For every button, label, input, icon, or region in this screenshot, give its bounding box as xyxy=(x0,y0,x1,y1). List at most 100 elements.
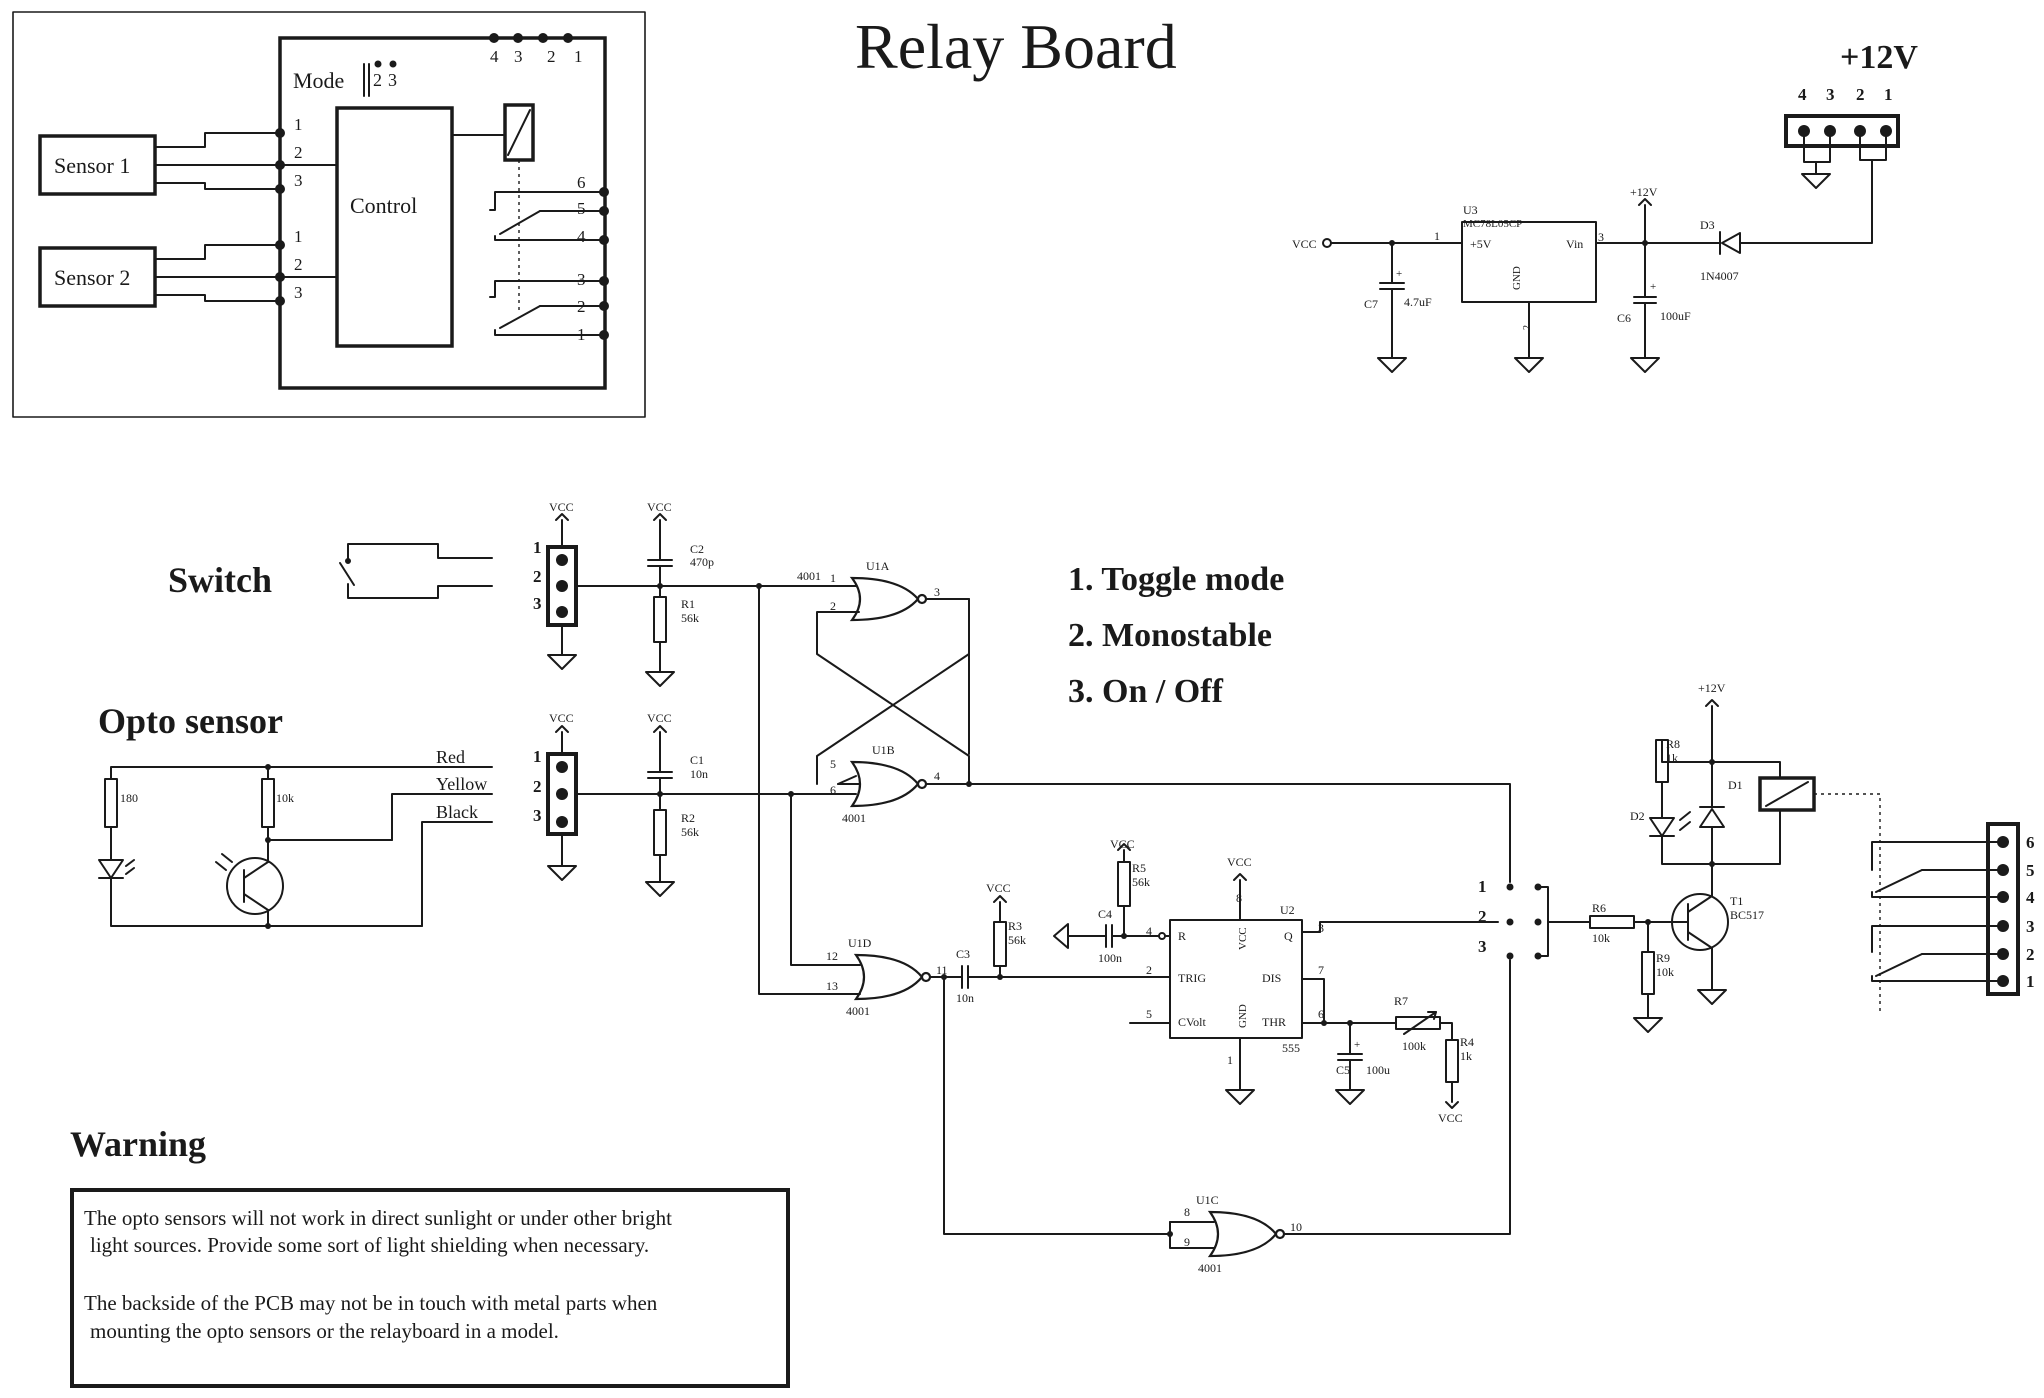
s2-pin-1: 1 xyxy=(294,227,303,246)
relay-pin-6: 6 xyxy=(577,173,586,192)
opto-sensor-input: Opto sensor Red Yellow Black 180 10k xyxy=(98,701,839,929)
output-stage: 1 2 3 R6 10k R9 10k T1 BC517 D1 xyxy=(1478,681,2035,1033)
top-pin-1: 1 xyxy=(574,47,583,66)
mode-label: Mode xyxy=(293,68,344,93)
pwr-pin-2: 2 xyxy=(1856,85,1865,104)
warning-title: Warning xyxy=(70,1124,206,1164)
sel-pin-2: 2 xyxy=(1478,907,1487,926)
c4-ref: C4 xyxy=(1098,907,1112,921)
sw-vcc2: VCC xyxy=(647,500,672,514)
u2-thr: THR xyxy=(1262,1015,1286,1029)
c2-ref: C2 xyxy=(690,542,704,556)
switch-input: Switch 1 2 3 VCC VCC C2 470p R1 56k xyxy=(168,500,760,687)
u2-r: R xyxy=(1178,929,1186,943)
relay-pin-4: 4 xyxy=(577,227,586,246)
mode-3: 3. On / Off xyxy=(1068,673,1224,710)
mode-pin-3: 3 xyxy=(388,70,397,90)
u2-cvolt: CVolt xyxy=(1178,1015,1206,1029)
wire-yellow: Yellow xyxy=(436,774,487,794)
u1c-pin10: 10 xyxy=(1290,1220,1302,1234)
u2-part: 555 xyxy=(1282,1041,1300,1055)
u2-trig: TRIG xyxy=(1178,971,1206,985)
u3-gnd: GND xyxy=(1511,266,1523,290)
r3-val: 56k xyxy=(1008,933,1026,947)
relay-pin-5: 5 xyxy=(577,199,586,218)
d1-ref: D1 xyxy=(1728,778,1743,792)
power-connector xyxy=(1784,114,1900,148)
sel-pin-1: 1 xyxy=(1478,877,1487,896)
r4-ref: R4 xyxy=(1460,1035,1474,1049)
s2-pin-2: 2 xyxy=(294,255,303,274)
mode-2: 2. Monostable xyxy=(1068,617,1272,654)
r9-ref: R9 xyxy=(1656,951,1670,965)
control-box xyxy=(335,106,454,348)
u1c-part: 4001 xyxy=(1198,1261,1222,1275)
switch-label: Switch xyxy=(168,560,272,600)
svg-text:+: + xyxy=(1354,1039,1360,1051)
r8-val: 1k xyxy=(1666,751,1678,765)
c5-val: 100u xyxy=(1366,1063,1390,1077)
sw-pin-2: 2 xyxy=(533,567,542,586)
pwr-pin-4: 4 xyxy=(1798,85,1807,104)
out-pin-4: 4 xyxy=(2026,888,2035,907)
u1c-pin8: 8 xyxy=(1184,1205,1190,1219)
sw-pin-3: 3 xyxy=(533,594,542,613)
u2-pin7: 7 xyxy=(1318,963,1324,977)
relay-pin-3: 3 xyxy=(577,270,586,289)
u1a-pin3: 3 xyxy=(934,585,940,599)
c1-ref: C1 xyxy=(690,753,704,767)
wire-red: Red xyxy=(436,747,465,767)
t1-part: BC517 xyxy=(1730,908,1764,922)
d3-ref: D3 xyxy=(1700,218,1715,232)
c6-val: 100uF xyxy=(1660,309,1691,323)
u2-pin5: 5 xyxy=(1146,1007,1152,1021)
r4-vcc: VCC xyxy=(1438,1111,1463,1125)
u1d-pin11: 11 xyxy=(936,963,948,977)
r2-val: 56k xyxy=(681,825,699,839)
s2-pin-3: 3 xyxy=(294,283,303,302)
u3-in: Vin xyxy=(1566,237,1583,251)
r1-val: 56k xyxy=(681,611,699,625)
warning-line-4: mounting the opto sensors or the relaybo… xyxy=(90,1319,559,1343)
opto-vcc2: VCC xyxy=(647,711,672,725)
warning-line-2: light sources. Provide some sort of ligh… xyxy=(90,1233,649,1257)
u1a-gate-icon xyxy=(849,576,920,622)
u2-gnd: GND xyxy=(1237,1004,1249,1028)
svg-text:+: + xyxy=(1396,268,1402,280)
relay-pin-2: 2 xyxy=(577,297,586,316)
u1a-part: 4001 xyxy=(797,569,821,583)
r3-vcc: VCC xyxy=(986,881,1011,895)
wire-black: Black xyxy=(436,802,478,822)
c3-ref: C3 xyxy=(956,947,970,961)
r7-ref: R7 xyxy=(1394,994,1408,1008)
mode-1: 1. Toggle mode xyxy=(1068,561,1284,598)
c7-ref: C7 xyxy=(1364,297,1378,311)
out-pin-1: 1 xyxy=(2026,972,2035,991)
u1b-part: 4001 xyxy=(842,811,866,825)
top-pin-4: 4 xyxy=(490,47,499,66)
plus12-relay-label: +12V xyxy=(1698,681,1726,695)
warning-line-3: The backside of the PCB may not be in to… xyxy=(84,1291,658,1315)
c4-val: 100n xyxy=(1098,951,1122,965)
u1b-pin6: 6 xyxy=(830,783,836,797)
power-supply: +12V 4 3 2 1 D3 1N4007 +12V 3 + C6 xyxy=(1292,39,1918,373)
u1d-gate-icon xyxy=(853,953,924,1001)
u2-q: Q xyxy=(1284,929,1293,943)
r5-vcc: VCC xyxy=(1110,837,1135,851)
c5-ref: C5 xyxy=(1336,1063,1350,1077)
opto-pin-1: 1 xyxy=(533,747,542,766)
t1-transistor-icon xyxy=(1671,893,1729,951)
s1-pin-2: 2 xyxy=(294,143,303,162)
r9-val: 10k xyxy=(1656,965,1674,979)
u2-pin1: 1 xyxy=(1227,1053,1233,1067)
d3-part: 1N4007 xyxy=(1700,269,1739,283)
c2-val: 470p xyxy=(690,555,714,569)
page-title: Relay Board xyxy=(855,11,1177,82)
out-pin-5: 5 xyxy=(2026,861,2035,880)
u1a-pin2: 2 xyxy=(830,599,836,613)
opto-label: Opto sensor xyxy=(98,701,283,741)
u2-vcc-label: VCC xyxy=(1227,855,1252,869)
control-label: Control xyxy=(350,193,417,218)
opto-pin-3: 3 xyxy=(533,806,542,825)
